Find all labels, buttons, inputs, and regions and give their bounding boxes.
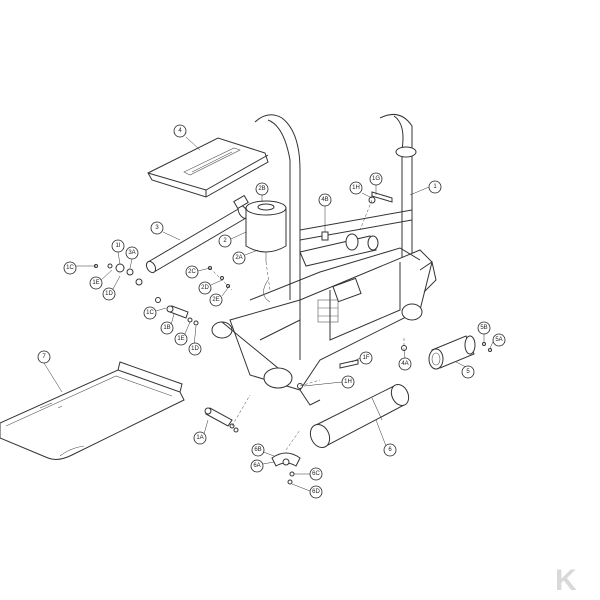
callout-2a: 2A bbox=[232, 251, 246, 265]
svg-text:1A: 1A bbox=[196, 435, 203, 441]
callout-2c: 2C bbox=[185, 265, 199, 279]
svg-text:4: 4 bbox=[178, 128, 182, 134]
svg-text:4B: 4B bbox=[321, 197, 328, 203]
svg-text:1C: 1C bbox=[66, 265, 74, 271]
brand-logo-letter: K bbox=[555, 564, 577, 597]
callout-5b: 5B bbox=[477, 321, 491, 335]
svg-text:2A: 2A bbox=[235, 255, 242, 261]
svg-text:5: 5 bbox=[466, 369, 470, 375]
svg-text:3: 3 bbox=[155, 225, 159, 231]
svg-text:4A: 4A bbox=[401, 361, 408, 367]
callout-5: 5 bbox=[461, 365, 475, 379]
svg-text:3A: 3A bbox=[128, 250, 135, 256]
clamp-part bbox=[271, 452, 301, 485]
callout-1h-upper: 1H bbox=[349, 181, 363, 195]
callout-2b: 2B bbox=[255, 182, 269, 196]
callout-4b: 4B bbox=[318, 193, 332, 207]
svg-text:1C: 1C bbox=[146, 310, 154, 316]
callout-6: 6 bbox=[383, 443, 397, 457]
brand-logo: K bbox=[555, 564, 577, 597]
svg-text:1H: 1H bbox=[344, 379, 352, 385]
main-frame bbox=[211, 247, 437, 406]
svg-text:1: 1 bbox=[433, 184, 437, 190]
svg-text:5A: 5A bbox=[495, 337, 502, 343]
callout-1g: 1G bbox=[369, 172, 383, 186]
svg-text:5B: 5B bbox=[480, 325, 487, 331]
svg-text:2D: 2D bbox=[201, 285, 209, 291]
callout-1i: 1I bbox=[111, 239, 125, 253]
svg-text:1H: 1H bbox=[352, 185, 360, 191]
leader-lines bbox=[43, 136, 495, 492]
hardware-left bbox=[94, 263, 230, 326]
callout-1e-lower: 1E bbox=[174, 332, 188, 346]
callout-2e: 2E bbox=[209, 293, 223, 307]
callout-1b: 1B bbox=[160, 321, 174, 335]
svg-text:7: 7 bbox=[42, 354, 46, 360]
svg-text:6C: 6C bbox=[312, 471, 320, 477]
assembly-lines bbox=[209, 199, 405, 451]
callout-6c: 6C bbox=[309, 467, 323, 481]
svg-text:1D: 1D bbox=[105, 291, 113, 297]
svg-text:2E: 2E bbox=[212, 297, 219, 303]
callout-1: 1 bbox=[428, 180, 442, 194]
callout-1e-upper: 1E bbox=[89, 276, 103, 290]
svg-text:1B: 1B bbox=[163, 325, 170, 331]
tube-part bbox=[145, 194, 249, 274]
tray-part bbox=[0, 361, 185, 460]
callout-4: 4 bbox=[173, 124, 187, 138]
frame-hoops bbox=[254, 113, 417, 300]
callout-7: 7 bbox=[37, 350, 51, 364]
callout-5a: 5A bbox=[492, 333, 506, 347]
callout-4a: 4A bbox=[398, 357, 412, 371]
svg-text:6D: 6D bbox=[312, 489, 320, 495]
svg-text:1I: 1I bbox=[115, 243, 120, 249]
callouts: 4 1H 1G 1 2B 4B 3 2 1I 3A 1C 2A 1E 1D 2C… bbox=[37, 124, 506, 499]
tank-part bbox=[309, 383, 410, 449]
svg-text:1G: 1G bbox=[372, 176, 380, 182]
callout-1h-lower: 1H bbox=[341, 375, 355, 389]
svg-text:6B: 6B bbox=[254, 447, 261, 453]
callout-1c-upper: 1C bbox=[63, 261, 77, 275]
svg-text:1E: 1E bbox=[92, 280, 99, 286]
cylinder-part bbox=[245, 200, 287, 262]
pin-part bbox=[204, 407, 239, 433]
svg-text:2: 2 bbox=[223, 238, 227, 244]
callout-1d-upper: 1D bbox=[102, 287, 116, 301]
svg-text:6A: 6A bbox=[253, 463, 260, 469]
callout-6a: 6A bbox=[250, 459, 264, 473]
end-cap-part bbox=[428, 335, 476, 370]
callout-2d: 2D bbox=[198, 281, 212, 295]
callout-1a: 1A bbox=[193, 431, 207, 445]
svg-text:1F: 1F bbox=[362, 355, 369, 361]
callout-6b: 6B bbox=[251, 443, 265, 457]
callout-2: 2 bbox=[218, 234, 232, 248]
callout-6d: 6D bbox=[309, 485, 323, 499]
svg-text:1E: 1E bbox=[177, 336, 184, 342]
callout-1c-lower: 1C bbox=[143, 306, 157, 320]
svg-text:6: 6 bbox=[388, 447, 392, 453]
svg-text:2C: 2C bbox=[188, 269, 196, 275]
cross-tube bbox=[299, 233, 379, 267]
svg-text:1D: 1D bbox=[191, 346, 199, 352]
svg-text:2B: 2B bbox=[258, 186, 265, 192]
seat-cushion-part bbox=[147, 137, 269, 198]
callout-3: 3 bbox=[150, 221, 164, 235]
callout-1d-lower: 1D bbox=[188, 342, 202, 356]
callout-1f: 1F bbox=[359, 351, 373, 365]
callout-3a: 3A bbox=[125, 246, 139, 260]
